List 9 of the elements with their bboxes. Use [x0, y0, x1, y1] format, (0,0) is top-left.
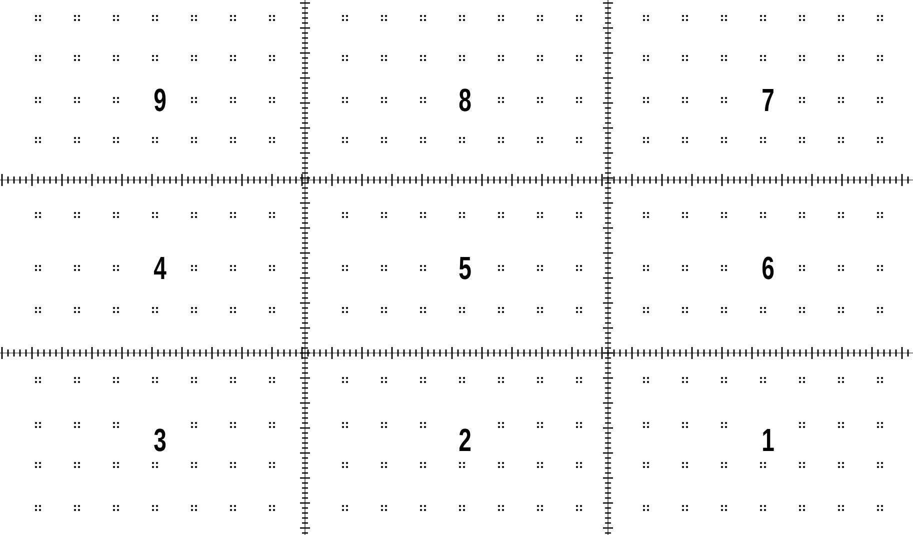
cell-number: 1 [760, 424, 776, 456]
cell-number: 9 [152, 84, 168, 116]
cell-number: 3 [152, 424, 168, 456]
cell-number: 5 [458, 252, 472, 284]
cell-number: 2 [458, 424, 472, 456]
cell-number: 7 [760, 84, 776, 116]
cell-number: 8 [458, 84, 472, 116]
cell-number: 6 [760, 252, 776, 284]
cell-number: 4 [152, 252, 168, 284]
